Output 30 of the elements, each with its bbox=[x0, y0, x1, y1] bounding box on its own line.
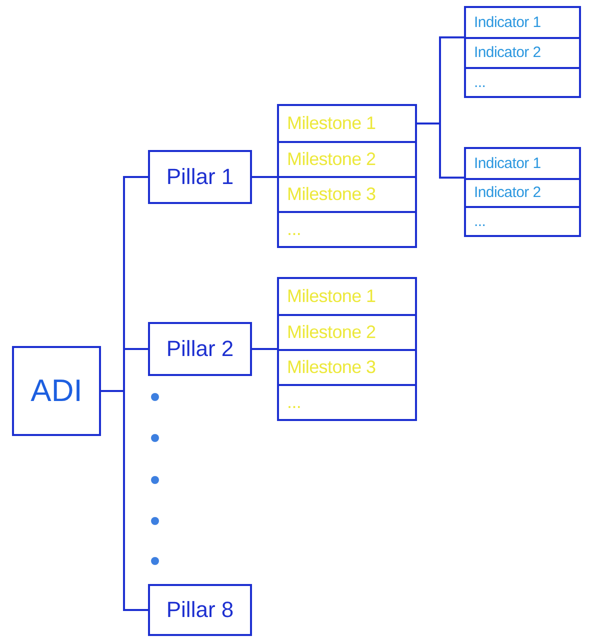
connector-line bbox=[417, 122, 464, 179]
indicator-text: ... bbox=[474, 213, 486, 230]
label-box bbox=[148, 584, 252, 636]
node-text: ADI bbox=[30, 373, 82, 409]
node-text: Pillar 8 bbox=[166, 597, 234, 623]
label-box bbox=[148, 322, 252, 376]
indicator-text: Indicator 1 bbox=[474, 14, 541, 32]
label-box bbox=[148, 150, 252, 204]
label-box bbox=[12, 346, 101, 436]
milestone-text: Milestone 3 bbox=[287, 357, 376, 378]
node-text: Pillar 2 bbox=[166, 336, 234, 362]
milestone-text: Milestone 3 bbox=[287, 184, 376, 205]
stack-box bbox=[464, 6, 581, 98]
connector-line bbox=[252, 348, 277, 350]
stack-box bbox=[464, 147, 581, 237]
stack-box bbox=[277, 277, 417, 421]
milestone-text: Milestone 1 bbox=[287, 286, 376, 307]
stack-box bbox=[277, 104, 417, 248]
milestone-text: ... bbox=[287, 219, 302, 240]
indicator-text: Indicator 2 bbox=[474, 184, 541, 202]
indicator-text: ... bbox=[474, 74, 486, 91]
connector-line bbox=[101, 390, 148, 611]
milestone-text: Milestone 2 bbox=[287, 322, 376, 343]
indicator-text: Indicator 1 bbox=[474, 154, 541, 172]
milestone-text: Milestone 1 bbox=[287, 113, 376, 134]
connector-line bbox=[252, 176, 277, 178]
indicator-text: Indicator 2 bbox=[474, 44, 541, 62]
milestone-text: Milestone 2 bbox=[287, 149, 376, 170]
node-text: Pillar 1 bbox=[166, 164, 234, 190]
milestone-text: ... bbox=[287, 392, 302, 413]
